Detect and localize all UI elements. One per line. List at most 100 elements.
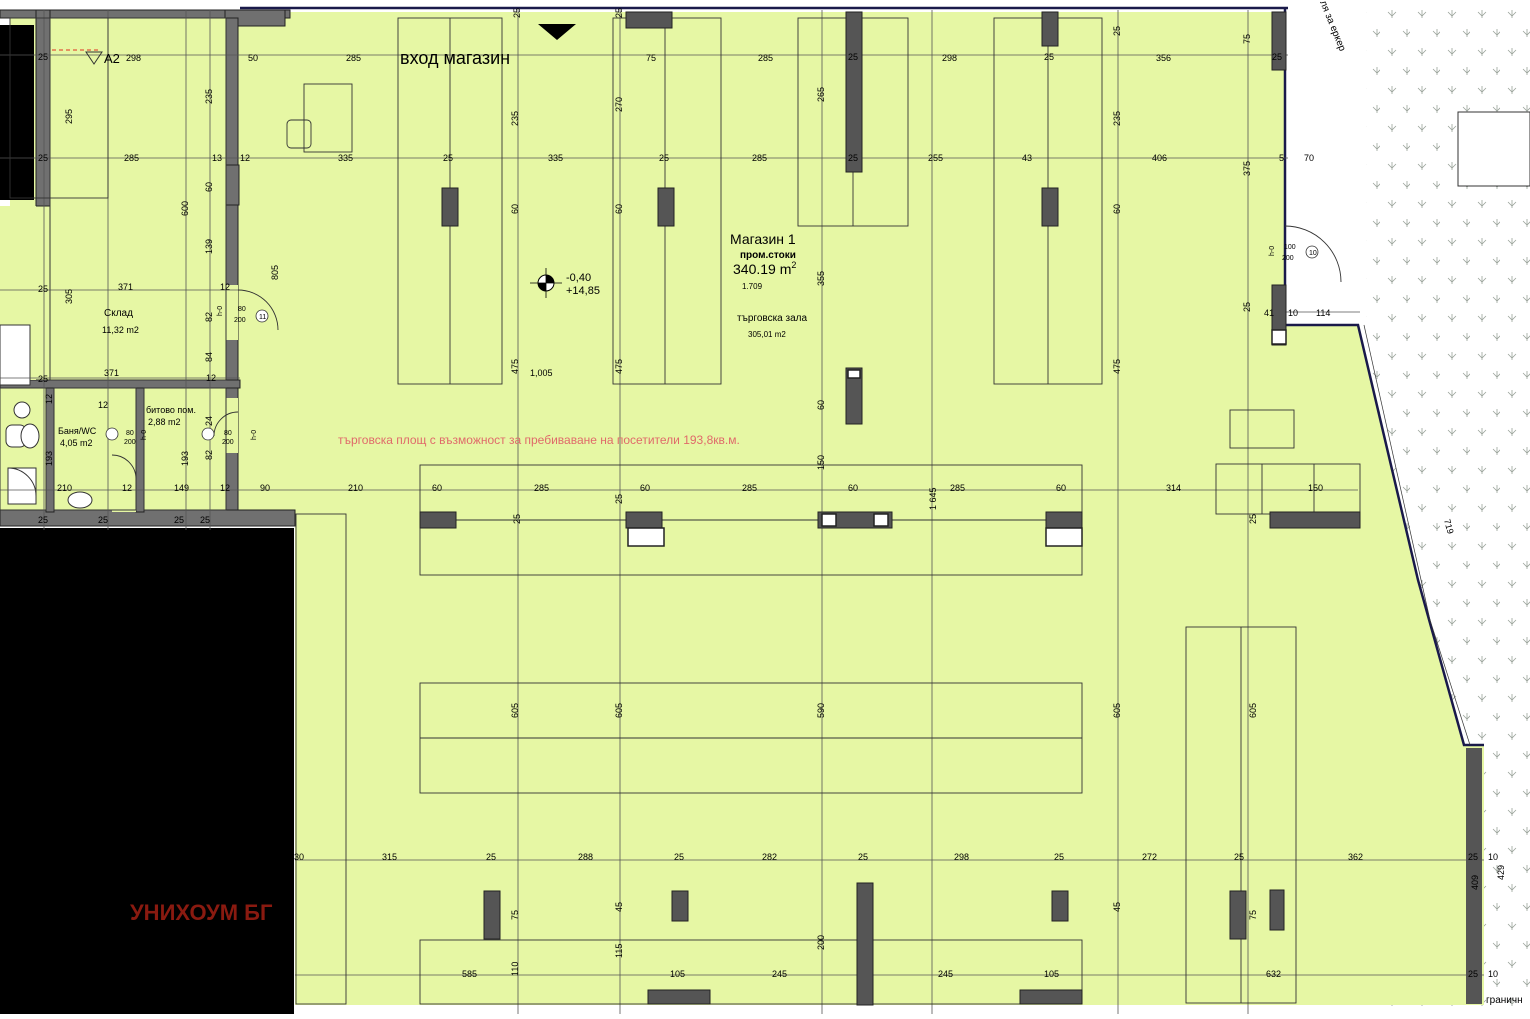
door-tag-circles xyxy=(105,245,1319,441)
svg-text:285: 285 xyxy=(346,53,361,63)
brand-watermark: УНИХОУМ БГ xyxy=(130,900,273,925)
svg-text:719: 719 xyxy=(1442,518,1456,535)
svg-text:200: 200 xyxy=(816,935,826,950)
svg-text:605: 605 xyxy=(1112,703,1122,718)
svg-text:24: 24 xyxy=(204,416,214,426)
entrance-label: вход магазин xyxy=(400,48,510,68)
facade-inner-line xyxy=(1357,324,1419,581)
svg-text:25: 25 xyxy=(659,153,669,163)
svg-text:h-0: h-0 xyxy=(141,430,148,440)
svg-text:10: 10 xyxy=(1288,308,1298,318)
bath-name: Баня/WC xyxy=(58,426,97,436)
svg-text:314: 314 xyxy=(1166,483,1181,493)
svg-text:265: 265 xyxy=(816,87,826,102)
svg-text:84: 84 xyxy=(204,352,214,362)
bath-area: 4,05 m2 xyxy=(60,438,93,448)
svg-text:25: 25 xyxy=(1468,852,1478,862)
svg-text:12: 12 xyxy=(220,282,230,292)
door-swings xyxy=(111,225,1342,480)
svg-text:25: 25 xyxy=(1112,26,1122,36)
svg-text:h-0: h-0 xyxy=(1269,246,1276,256)
svg-text:149: 149 xyxy=(174,483,189,493)
svg-text:139: 139 xyxy=(204,239,214,254)
svg-text:285: 285 xyxy=(742,483,757,493)
svg-text:25: 25 xyxy=(1044,52,1054,62)
svg-text:295: 295 xyxy=(64,109,74,124)
svg-text:409: 409 xyxy=(1470,875,1480,890)
svg-text:82: 82 xyxy=(204,450,214,460)
walls xyxy=(0,9,296,527)
svg-text:70: 70 xyxy=(1304,153,1314,163)
hall-name: търговска зала xyxy=(737,313,807,324)
svg-text:45: 45 xyxy=(1112,902,1122,912)
svg-text:60: 60 xyxy=(614,204,624,214)
svg-text:50: 50 xyxy=(248,53,258,63)
svg-text:105: 105 xyxy=(670,969,685,979)
svg-text:429: 429 xyxy=(1496,865,1506,880)
svg-text:285: 285 xyxy=(534,483,549,493)
svg-text:285: 285 xyxy=(950,483,965,493)
svg-text:12: 12 xyxy=(240,153,250,163)
masked-area-left xyxy=(0,528,294,1014)
svg-text:25: 25 xyxy=(858,852,868,862)
svg-text:25: 25 xyxy=(614,8,624,18)
svg-text:80: 80 xyxy=(224,430,232,437)
hall-area: 305,01 m2 xyxy=(748,330,786,339)
svg-text:75: 75 xyxy=(1242,34,1252,44)
columns xyxy=(419,11,1361,1006)
svg-text:585: 585 xyxy=(462,969,477,979)
svg-text:305: 305 xyxy=(64,289,74,304)
svg-text:235: 235 xyxy=(510,111,520,126)
svg-text:235: 235 xyxy=(1112,111,1122,126)
svg-text:475: 475 xyxy=(510,359,520,374)
svg-text:11: 11 xyxy=(259,314,266,321)
dimension-labels: 25 298 50 285 75 285 25 298 25 356 25 25… xyxy=(38,52,1498,979)
svg-text:193: 193 xyxy=(44,451,54,466)
svg-text:25: 25 xyxy=(443,153,453,163)
facade-outer-line-2 xyxy=(1429,619,1471,746)
svg-text:60: 60 xyxy=(816,400,826,410)
svg-text:25: 25 xyxy=(1248,514,1258,524)
svg-text:335: 335 xyxy=(548,153,563,163)
level-marker xyxy=(530,268,562,298)
svg-text:25: 25 xyxy=(1272,52,1282,62)
svg-text:356: 356 xyxy=(1156,53,1171,63)
svg-text:475: 475 xyxy=(614,359,624,374)
svg-text:282: 282 xyxy=(762,852,777,862)
svg-text:245: 245 xyxy=(938,969,953,979)
svg-text:315: 315 xyxy=(382,852,397,862)
vertical-dimension-labels: 295 235 600 60 139 305 805 82 84 82 193 … xyxy=(44,8,1506,976)
svg-text:25: 25 xyxy=(1468,969,1478,979)
svg-text:25: 25 xyxy=(38,374,48,384)
svg-text:371: 371 xyxy=(118,282,133,292)
svg-text:355: 355 xyxy=(816,271,826,286)
svg-text:12: 12 xyxy=(206,373,216,383)
svg-text:362: 362 xyxy=(1348,852,1363,862)
svg-text:1 645: 1 645 xyxy=(928,487,938,510)
svg-text:60: 60 xyxy=(1056,483,1066,493)
svg-text:45: 45 xyxy=(614,902,624,912)
entrance-arrow xyxy=(538,24,576,40)
storage-area: 11,32 m2 xyxy=(102,325,139,335)
svg-text:805: 805 xyxy=(270,265,280,280)
svg-text:200: 200 xyxy=(124,439,136,446)
axis-label: A2 xyxy=(104,51,120,66)
terrace-block xyxy=(1457,111,1530,187)
svg-text:60: 60 xyxy=(204,182,214,192)
svg-text:150: 150 xyxy=(816,455,826,470)
border-label: граничн xyxy=(1486,995,1523,1006)
svg-text:285: 285 xyxy=(752,153,767,163)
svg-text:200: 200 xyxy=(222,439,234,446)
svg-text:25: 25 xyxy=(512,8,522,18)
svg-text:605: 605 xyxy=(614,703,624,718)
shop-area: 340.19 m2 xyxy=(733,260,796,277)
svg-text:25: 25 xyxy=(38,153,48,163)
svg-text:210: 210 xyxy=(57,483,72,493)
svg-text:114: 114 xyxy=(1316,308,1330,318)
svg-text:288: 288 xyxy=(578,852,593,862)
svg-text:590: 590 xyxy=(816,703,826,718)
svg-text:12: 12 xyxy=(122,483,132,493)
svg-text:75: 75 xyxy=(646,53,656,63)
